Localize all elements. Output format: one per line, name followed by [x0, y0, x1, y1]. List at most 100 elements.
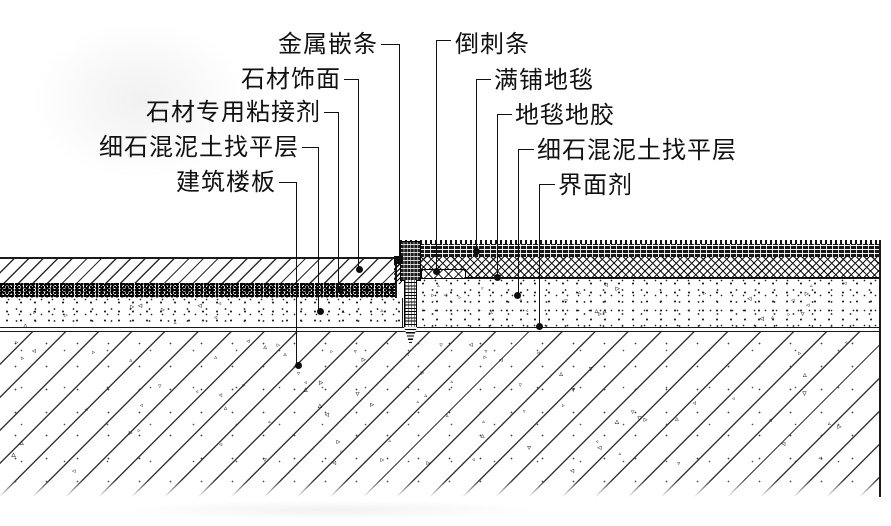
carpet-layer [400, 244, 881, 257]
aggregate-mark: ◃ [332, 457, 336, 467]
metal-strip-anchor-post [404, 280, 417, 328]
carpet-glue-layer [417, 257, 881, 278]
aggregate-mark: ▵ [614, 415, 620, 426]
aggregate-mark: ▵ [488, 307, 493, 317]
aggregate-mark: ◃ [195, 389, 199, 396]
aggregate-mark: ▵ [283, 351, 287, 359]
leader-line [324, 112, 339, 114]
aggregate-mark: ▹ [615, 283, 621, 294]
leader-line [381, 44, 400, 46]
aggregate-mark: ▿ [564, 296, 568, 305]
aggregate-mark: ▹ [137, 427, 141, 434]
aggregate-mark: ◃ [214, 314, 218, 321]
aggregate-mark: ▹ [420, 368, 425, 378]
label-tack-strip: 倒刺条 [455, 32, 530, 58]
label-stone-finish: 石材饰面 [241, 67, 341, 93]
label-stone-adhesive: 石材专用粘接剂 [146, 100, 321, 126]
aggregate-mark: ▿ [522, 409, 526, 416]
aggregate-mark: ▵ [388, 438, 391, 445]
leader-line [302, 147, 319, 149]
aggregate-mark: ◃ [747, 292, 752, 303]
leader-line [318, 147, 320, 309]
aggregate-mark: ▵ [480, 431, 485, 441]
aggregate-mark: ▹ [21, 354, 25, 362]
aggregate-mark: ▹ [318, 377, 324, 388]
aggregate-mark: ▹ [242, 383, 246, 390]
aggregate-mark: ◃ [246, 337, 250, 345]
leader-dot [335, 285, 343, 293]
aggregate-mark: ◃ [759, 312, 764, 323]
aggregate-mark: ▵ [380, 308, 384, 315]
aggregate-mark: ▵ [129, 357, 133, 365]
aggregate-mark: ▿ [355, 388, 360, 398]
aggregate-mark: ▹ [483, 354, 487, 362]
leader-line [279, 182, 297, 184]
leader-line [436, 40, 438, 269]
aggregate-mark: ▹ [431, 292, 435, 300]
aggregate-mark: ▿ [637, 413, 642, 424]
aggregate-mark: ◃ [405, 349, 410, 358]
leader-dot [316, 307, 324, 315]
aggregate-mark: ◃ [218, 391, 223, 400]
aggregate-mark: ▿ [588, 364, 593, 374]
aggregate-mark: ▹ [64, 311, 68, 320]
label-fine-concrete-leveling-right: 细石混泥土找平层 [537, 138, 737, 164]
aggregate-mark: ▹ [336, 437, 341, 447]
aggregate-mark: ◃ [443, 290, 448, 299]
aggregate-mark: ▵ [445, 413, 449, 420]
leader-line [476, 79, 478, 249]
aggregate-mark: ▹ [561, 402, 565, 409]
leader-line [338, 112, 340, 287]
aggregate-mark: ▿ [630, 407, 635, 416]
aggregate-mark: ▵ [559, 368, 564, 378]
aggregate-mark: ▹ [380, 454, 385, 464]
paper-smudge [30, 20, 250, 180]
aggregate-mark: ▹ [128, 428, 133, 438]
leader-line [437, 40, 451, 42]
aggregate-mark: ◃ [498, 355, 503, 365]
aggregate-mark: ▿ [677, 461, 681, 468]
aggregate-mark: ▹ [643, 415, 648, 425]
aggregate-mark: ▿ [802, 388, 807, 399]
aggregate-mark: ▵ [450, 379, 454, 386]
aggregate-mark: ◃ [139, 401, 143, 409]
carpet-pile-fringe [400, 240, 881, 245]
aggregate-mark: ◃ [805, 302, 810, 310]
leader-line [358, 79, 360, 267]
aggregate-mark: ▿ [527, 442, 532, 452]
aggregate-mark: ◃ [84, 406, 88, 413]
leader-dot [356, 266, 363, 273]
aggregate-mark: ▵ [482, 418, 485, 425]
aggregate-mark: ▵ [594, 306, 599, 316]
leader-line [519, 149, 534, 151]
aggregate-mark: ◃ [780, 437, 786, 448]
aggregate-mark: ◃ [692, 398, 697, 407]
aggregate-mark: ▹ [798, 349, 802, 357]
aggregate-mark: ▵ [263, 341, 267, 351]
aggregate-mark: ◃ [218, 300, 222, 307]
leader-dot [472, 247, 480, 255]
aggregate-mark: ▹ [330, 349, 334, 356]
label-interface-agent: 界面剂 [558, 173, 633, 199]
aggregate-mark: ▵ [577, 288, 581, 296]
aggregate-mark: ▹ [703, 290, 707, 298]
leader-dot [493, 273, 501, 281]
aggregate-mark: ▿ [484, 348, 488, 355]
aggregate-mark: ▹ [92, 349, 96, 357]
aggregate-mark: ◃ [71, 466, 76, 475]
leader-dot [535, 322, 543, 330]
leader-line [518, 149, 520, 293]
leader-line [497, 114, 499, 275]
label-carpet-glue: 地毯地胶 [515, 103, 615, 129]
aggregate-mark: ▹ [33, 309, 37, 316]
aggregate-mark: ▵ [23, 319, 28, 330]
aggregate-mark: ◃ [768, 417, 772, 425]
aggregate-mark: ▵ [809, 283, 813, 290]
label-fine-concrete-leveling-left: 细石混泥土找平层 [99, 135, 299, 161]
concrete-leveling-layer-left: ◃◃▹▹▹▵▵◃▵▹◃▵ [0, 298, 403, 330]
aggregate-mark: ◃ [597, 442, 602, 453]
aggregate-mark: ▵ [11, 449, 16, 460]
aggregate-mark: ▿ [518, 381, 522, 389]
aggregate-mark: ▵ [173, 320, 177, 327]
